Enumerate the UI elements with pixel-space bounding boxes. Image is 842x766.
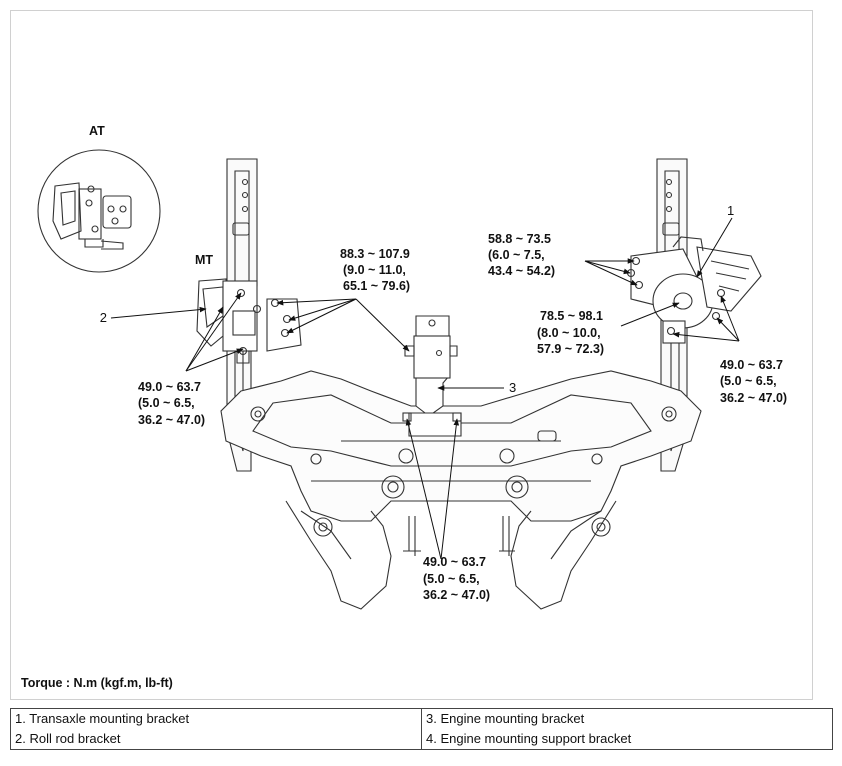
callout-1: 1 — [727, 203, 734, 218]
mt-label: MT — [195, 253, 213, 267]
torque-right-center: 78.5 ~ 98.1 (8.0 ~ 10.0, 57.9 ~ 72.3) — [537, 309, 604, 356]
torque-line: 58.8 ~ 73.5 — [488, 232, 551, 246]
torque-line: 88.3 ~ 107.9 — [340, 247, 410, 261]
legend-item-1: 1. Transaxle mounting bracket — [10, 708, 422, 729]
legend-item-3: 3. Engine mounting bracket — [421, 708, 833, 729]
legend-row: 2. Roll rod bracket 4. Engine mounting s… — [10, 729, 833, 750]
torque-bottom: 49.0 ~ 63.7 (5.0 ~ 6.5, 36.2 ~ 47.0) — [423, 555, 490, 602]
torque-line: 49.0 ~ 63.7 — [720, 358, 783, 372]
sub-frame — [220, 370, 702, 610]
torque-line: 78.5 ~ 98.1 — [540, 309, 603, 323]
torque-line: (5.0 ~ 6.5, — [138, 396, 195, 410]
transaxle-mounting-bracket — [626, 236, 762, 344]
legend-row: 1. Transaxle mounting bracket 3. Engine … — [10, 708, 833, 729]
torque-line: (5.0 ~ 6.5, — [720, 374, 777, 388]
drawing-linework — [37, 149, 762, 610]
torque-line: 36.2 ~ 47.0) — [423, 588, 490, 602]
callout-3: 3 — [509, 380, 516, 395]
callout-2: 2 — [100, 310, 107, 325]
engine-support-bracket — [402, 315, 462, 437]
leader-lines — [110, 217, 740, 560]
torque-right: 49.0 ~ 63.7 (5.0 ~ 6.5, 36.2 ~ 47.0) — [720, 358, 787, 405]
torque-line: (6.0 ~ 7.5, — [488, 248, 545, 262]
torque-line: (9.0 ~ 11.0, — [343, 263, 406, 277]
torque-unit-note: Torque : N.m (kgf.m, lb-ft) — [21, 676, 173, 690]
torque-line: 43.4 ~ 54.2) — [488, 264, 555, 278]
exploded-view-figure: AT MT 2 3 1 88.3 ~ 107.9 (9.0 ~ 11.0, 65… — [10, 10, 813, 700]
torque-line: (5.0 ~ 6.5, — [423, 572, 480, 586]
torque-left: 49.0 ~ 63.7 (5.0 ~ 6.5, 36.2 ~ 47.0) — [138, 380, 205, 427]
torque-line: 49.0 ~ 63.7 — [138, 380, 201, 394]
torque-line: 49.0 ~ 63.7 — [423, 555, 486, 569]
legend-item-4: 4. Engine mounting support bracket — [421, 729, 833, 750]
torque-line: (8.0 ~ 10.0, — [537, 326, 601, 340]
at-label: AT — [89, 124, 105, 138]
torque-line: 36.2 ~ 47.0) — [138, 413, 205, 427]
roll-rod-bracket — [196, 278, 302, 364]
mounting-diagram: AT MT 2 3 1 88.3 ~ 107.9 (9.0 ~ 11.0, 65… — [21, 124, 787, 690]
torque-center-top: 88.3 ~ 107.9 (9.0 ~ 11.0, 65.1 ~ 79.6) — [340, 247, 410, 293]
parts-legend-table: 1. Transaxle mounting bracket 3. Engine … — [10, 708, 833, 750]
torque-line: 65.1 ~ 79.6) — [343, 279, 410, 293]
torque-right-top: 58.8 ~ 73.5 (6.0 ~ 7.5, 43.4 ~ 54.2) — [488, 232, 555, 278]
torque-line: 36.2 ~ 47.0) — [720, 391, 787, 405]
at-inset-detail — [37, 149, 161, 273]
legend-item-2: 2. Roll rod bracket — [10, 729, 422, 750]
torque-line: 57.9 ~ 72.3) — [537, 342, 604, 356]
